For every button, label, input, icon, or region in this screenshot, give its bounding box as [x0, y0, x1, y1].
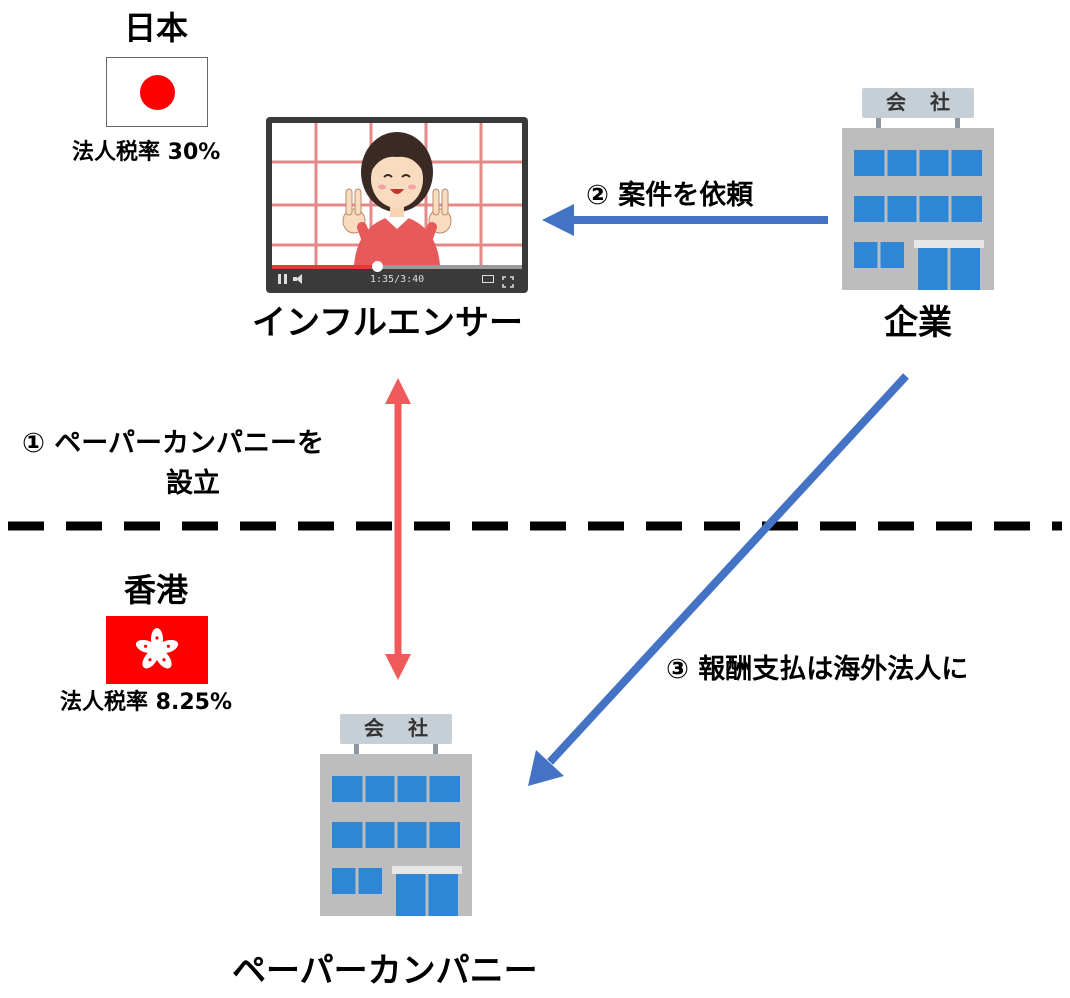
japan-flag-circle — [140, 75, 175, 110]
payment-arrow-head — [528, 750, 564, 786]
japan-label: 日本 — [124, 9, 189, 47]
bauhinia-icon — [135, 628, 179, 669]
video-time: 1:35/3:40 — [370, 274, 425, 285]
hong-kong-label: 香港 — [124, 571, 189, 609]
pause-icon[interactable] — [278, 274, 288, 284]
step2-label: ② 案件を依頼 — [586, 180, 754, 211]
video-progress-track[interactable] — [272, 261, 522, 272]
video-frame — [272, 123, 522, 287]
payment-arrow-line — [547, 373, 909, 765]
company-sign-char-1: 会 — [886, 90, 906, 114]
company-sign-char-2: 社 — [930, 90, 950, 114]
influencer-video-player: 1:35/3:40 — [266, 117, 528, 293]
volume-icon[interactable] — [293, 274, 305, 284]
paper-company-building-icon: 会 社 — [320, 712, 472, 916]
paper-company-sign-char-2: 社 — [408, 716, 428, 740]
establish-arrow-head-top — [385, 378, 411, 404]
company-building-icon: 会 社 — [842, 86, 994, 290]
paper-company-label: ペーパーカンパニー — [232, 951, 538, 991]
step3-label: ③ 報酬支払は海外法人に — [666, 654, 969, 685]
video-progress-fill — [272, 265, 377, 269]
subtitles-icon[interactable] — [482, 275, 494, 283]
step1-label-line2: 設立 — [166, 468, 220, 499]
influencer-label: インフルエンサー — [252, 303, 523, 343]
request-arrow-head — [542, 204, 574, 236]
japan-tax-rate: 法人税率 30% — [72, 140, 221, 165]
hong-kong-tax-rate: 法人税率 8.25% — [60, 690, 232, 715]
company-label: 企業 — [884, 303, 952, 343]
hong-kong-flag — [106, 616, 208, 684]
establish-arrow-head-bottom — [385, 654, 411, 680]
step1-label-line1: ① ペーパーカンパニーを — [22, 428, 324, 459]
video-progress-knob[interactable] — [372, 261, 383, 272]
paper-company-sign-char-1: 会 — [364, 716, 384, 740]
fullscreen-icon[interactable] — [502, 273, 514, 288]
japan-flag — [106, 57, 208, 127]
